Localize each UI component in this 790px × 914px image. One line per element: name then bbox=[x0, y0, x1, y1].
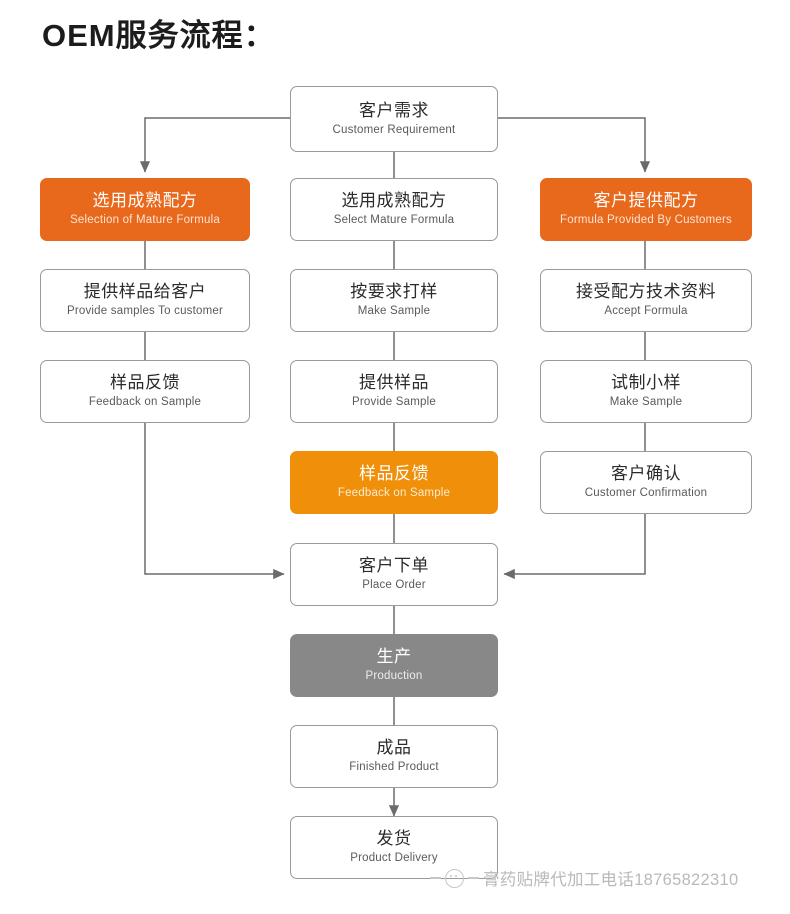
edge-n1-n2 bbox=[139, 117, 290, 173]
page-title: OEM服务流程： bbox=[42, 18, 276, 53]
node-formula-provided-by-customers[interactable]: 客户提供配方 Formula Provided By Customers bbox=[540, 178, 752, 241]
node-label-cn: 客户下单 bbox=[359, 556, 429, 576]
node-accept-formula[interactable]: 接受配方技术资料 Accept Formula bbox=[540, 269, 752, 332]
node-label-en: Formula Provided By Customers bbox=[560, 214, 732, 227]
node-trial-small-sample[interactable]: 试制小样 Make Sample bbox=[540, 360, 752, 423]
node-label-en: Customer Requirement bbox=[332, 123, 456, 136]
node-production[interactable]: 生产 Production bbox=[290, 634, 498, 697]
node-label-cn: 试制小样 bbox=[611, 373, 681, 393]
node-label-en: Feedback on Sample bbox=[337, 487, 451, 500]
watermark: 膏药贴牌代加工电话18765822310 bbox=[430, 866, 738, 890]
node-label-en: Make Sample bbox=[609, 396, 683, 409]
node-label-en: Select Mature Formula bbox=[333, 214, 455, 227]
node-label-cn: 选用成熟配方 bbox=[92, 191, 198, 211]
watermark-dash-icon bbox=[468, 877, 479, 879]
node-label-cn: 样品反馈 bbox=[110, 373, 180, 393]
node-customer-confirmation[interactable]: 客户确认 Customer Confirmation bbox=[540, 451, 752, 514]
node-label-cn: 接受配方技术资料 bbox=[576, 282, 716, 302]
node-provide-sample[interactable]: 提供样品 Provide Sample bbox=[290, 360, 498, 423]
node-feedback-on-sample-center[interactable]: 样品反馈 Feedback on Sample bbox=[290, 451, 498, 514]
node-label-en: Selection of Mature Formula bbox=[70, 214, 220, 227]
node-label-en: Make Sample bbox=[357, 305, 431, 318]
node-label-cn: 成品 bbox=[376, 738, 412, 758]
node-feedback-on-sample-left[interactable]: 样品反馈 Feedback on Sample bbox=[40, 360, 250, 423]
node-label-en: Customer Confirmation bbox=[584, 487, 708, 500]
node-label-cn: 样品反馈 bbox=[359, 464, 429, 484]
node-customer-requirement[interactable]: 客户需求 Customer Requirement bbox=[290, 86, 498, 152]
node-label-cn: 按要求打样 bbox=[350, 282, 438, 302]
node-label-en: Product Delivery bbox=[350, 852, 438, 865]
node-label-en: Provide samples To customer bbox=[66, 305, 224, 318]
node-label-cn: 客户提供配方 bbox=[593, 191, 699, 211]
node-label-cn: 选用成熟配方 bbox=[341, 191, 447, 211]
node-label-cn: 生产 bbox=[376, 647, 412, 667]
wechat-circle-icon bbox=[445, 868, 464, 888]
watermark-dash-icon bbox=[430, 877, 441, 879]
node-label-en: Feedback on Sample bbox=[88, 396, 202, 409]
node-label-cn: 客户需求 bbox=[359, 100, 429, 120]
node-place-order[interactable]: 客户下单 Place Order bbox=[290, 543, 498, 606]
node-finished-product[interactable]: 成品 Finished Product bbox=[290, 725, 498, 788]
node-label-en: Finished Product bbox=[349, 761, 439, 774]
node-label-en: Provide Sample bbox=[352, 396, 436, 409]
edge-n12-n13 bbox=[503, 514, 646, 580]
node-label-cn: 提供样品 bbox=[359, 373, 429, 393]
node-provide-samples-to-customer[interactable]: 提供样品给客户 Provide samples To customer bbox=[40, 269, 250, 332]
node-selection-of-mature-formula[interactable]: 选用成熟配方 Selection of Mature Formula bbox=[40, 178, 250, 241]
edge-n1-n4 bbox=[498, 117, 651, 173]
node-label-en: Accept Formula bbox=[604, 305, 688, 318]
node-label-cn: 客户确认 bbox=[611, 464, 681, 484]
node-label-en: Place Order bbox=[362, 579, 426, 592]
watermark-text: 膏药贴牌代加工电话18765822310 bbox=[483, 871, 739, 889]
node-label-cn: 提供样品给客户 bbox=[83, 282, 207, 302]
edge-n8-n13 bbox=[144, 423, 285, 580]
node-label-cn: 发货 bbox=[376, 829, 412, 849]
node-label-en: Production bbox=[365, 670, 423, 683]
node-select-mature-formula[interactable]: 选用成熟配方 Select Mature Formula bbox=[290, 178, 498, 241]
node-make-sample-on-request[interactable]: 按要求打样 Make Sample bbox=[290, 269, 498, 332]
